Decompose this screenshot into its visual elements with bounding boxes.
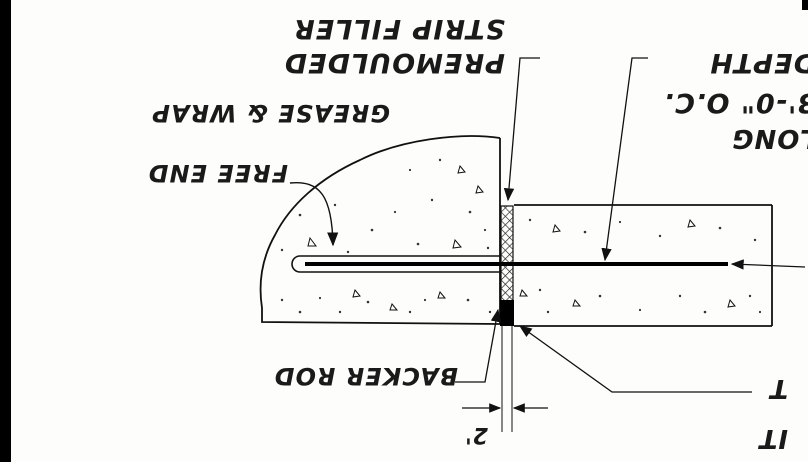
label-strip-filler: STRIP FILLER xyxy=(293,13,505,44)
label-long: LONG xyxy=(731,123,808,153)
label-edge-partial: T xyxy=(768,373,788,403)
label-free-end: FREE END xyxy=(148,159,288,187)
depth-leader xyxy=(601,57,648,262)
label-spacing: 3'-0" O.C. xyxy=(663,87,808,118)
sheet-border-left xyxy=(0,0,11,462)
premoulded-strip-filler-cross xyxy=(501,206,513,301)
backer-rod xyxy=(500,300,514,326)
label-premoulded: PREMOULDED xyxy=(284,47,505,78)
backer-rod-leader xyxy=(455,308,502,383)
dowel-sleeve xyxy=(291,255,500,273)
label-grease-wrap: GREASE & WRAP xyxy=(151,99,390,127)
joint-leader xyxy=(518,325,752,393)
left-slab-aggregate xyxy=(280,158,492,314)
label-backer-rod: BACKER ROD xyxy=(274,362,458,390)
dowel-leader xyxy=(730,259,806,270)
free-end-leader xyxy=(289,181,339,247)
label-gap: 2' xyxy=(464,422,488,447)
premoulded-leader xyxy=(503,57,540,202)
label-depth: DEPTH xyxy=(709,47,808,78)
right-slab-aggregate xyxy=(519,218,762,314)
label-bottom-partial: IT xyxy=(757,423,788,453)
sheet-border-right xyxy=(802,0,808,10)
left-slab-breakline xyxy=(259,135,501,325)
